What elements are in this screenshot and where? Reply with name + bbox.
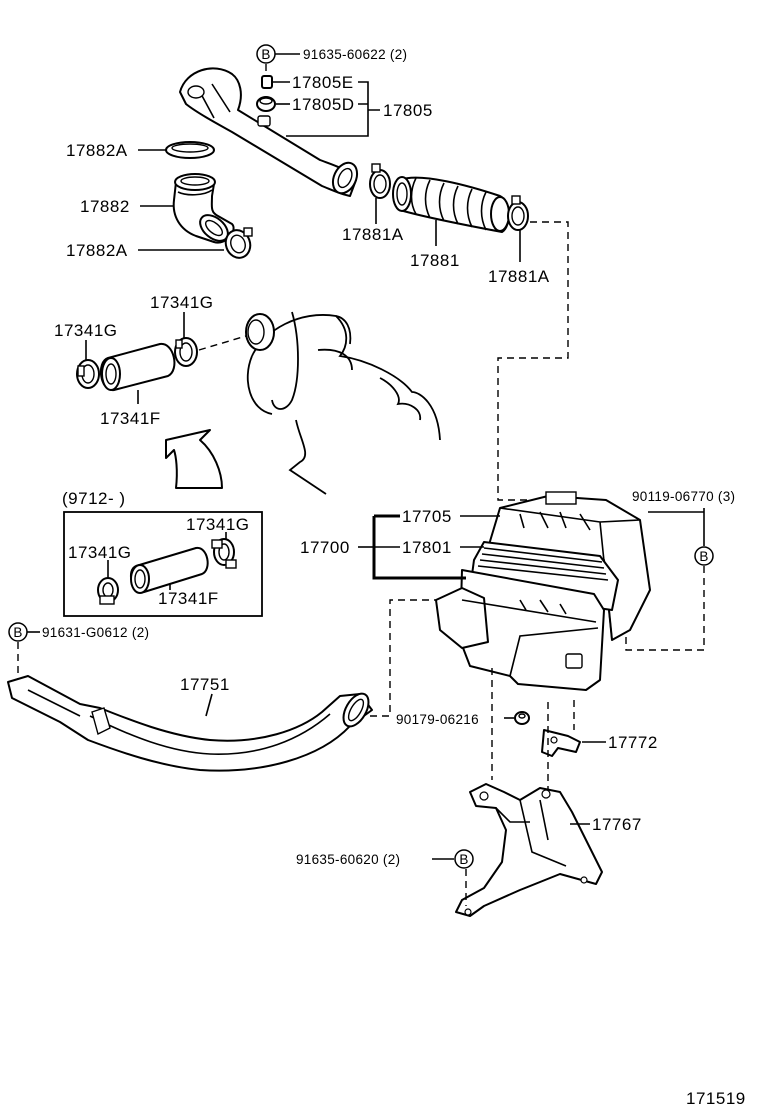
inset-label-17341F: 17341F	[158, 589, 219, 608]
label-17882: 17882	[80, 197, 130, 216]
hose-17341F	[99, 343, 176, 391]
callout-b-right: B	[625, 546, 714, 651]
inset-clamp-17341G-right	[211, 538, 237, 569]
bellows-hose-17881	[392, 176, 510, 233]
grommet-17805D	[256, 96, 276, 112]
inset-clamp-17341G-left	[97, 577, 119, 605]
label-17801: 17801	[402, 538, 452, 557]
intake-duct-17751	[7, 675, 373, 772]
callout-b-letter: B	[261, 47, 270, 62]
clamp-17341G-left	[76, 359, 100, 389]
callout-b-letter: B	[13, 625, 22, 640]
label-17805E: 17805E	[292, 73, 354, 92]
label-17805: 17805	[383, 101, 433, 120]
callout-b-letter: B	[459, 852, 468, 867]
label-90179-06216: 90179-06216	[396, 712, 479, 727]
label-17882A-bottom: 17882A	[66, 241, 128, 260]
label-17341G-left: 17341G	[54, 321, 118, 340]
engine-outline	[246, 311, 441, 495]
figure-number: 171519	[686, 1089, 746, 1108]
callout-b-left: B	[8, 622, 40, 680]
callout-b-bottom: B	[454, 849, 474, 906]
callout-b-letter: B	[699, 549, 708, 564]
label-17882A-top: 17882A	[66, 141, 128, 160]
label-17881A-right: 17881A	[488, 267, 550, 286]
inset-box	[63, 511, 263, 617]
inset-label-17341G-right: 17341G	[186, 515, 250, 534]
arrow-to-inset	[165, 429, 223, 489]
label-17767: 17767	[592, 815, 642, 834]
label-90119-06770: 90119-06770 (3)	[632, 489, 735, 504]
throttle-body-fitting	[245, 313, 275, 351]
label-17341F: 17341F	[100, 409, 161, 428]
label-91635-60620: 91635-60620 (2)	[296, 852, 400, 867]
clamp-17882A-top	[165, 141, 215, 159]
bracket-17772	[541, 729, 581, 757]
label-17705: 17705	[402, 507, 452, 526]
air-cleaner-case	[435, 569, 605, 691]
label-91635-60622: 91635-60622 (2)	[303, 47, 407, 62]
label-17772: 17772	[608, 733, 658, 752]
inset-date-range: (9712- )	[62, 489, 126, 508]
clamp-17881A-left	[369, 163, 391, 199]
inset-hose-17341F	[129, 546, 209, 594]
label-17805D: 17805D	[292, 95, 355, 114]
clamp-17881A-right	[507, 195, 529, 231]
grommet-17805E	[261, 75, 273, 89]
clamp-17341G-right	[174, 337, 198, 367]
label-17881: 17881	[410, 251, 460, 270]
air-duct-17805	[179, 67, 359, 197]
label-91631-G0612: 91631-G0612 (2)	[42, 625, 149, 640]
nut-90179-06216	[514, 711, 530, 725]
inset-label-17341G-left: 17341G	[68, 543, 132, 562]
label-17751: 17751	[180, 675, 230, 694]
clamp-17882A-bottom	[224, 227, 253, 259]
label-17341G-upper: 17341G	[150, 293, 214, 312]
label-17700: 17700	[300, 538, 350, 557]
support-bracket-17767	[455, 783, 603, 917]
callout-b-top: B	[256, 44, 300, 76]
label-17881A-left: 17881A	[342, 225, 404, 244]
elbow-hose-17882	[172, 173, 235, 244]
